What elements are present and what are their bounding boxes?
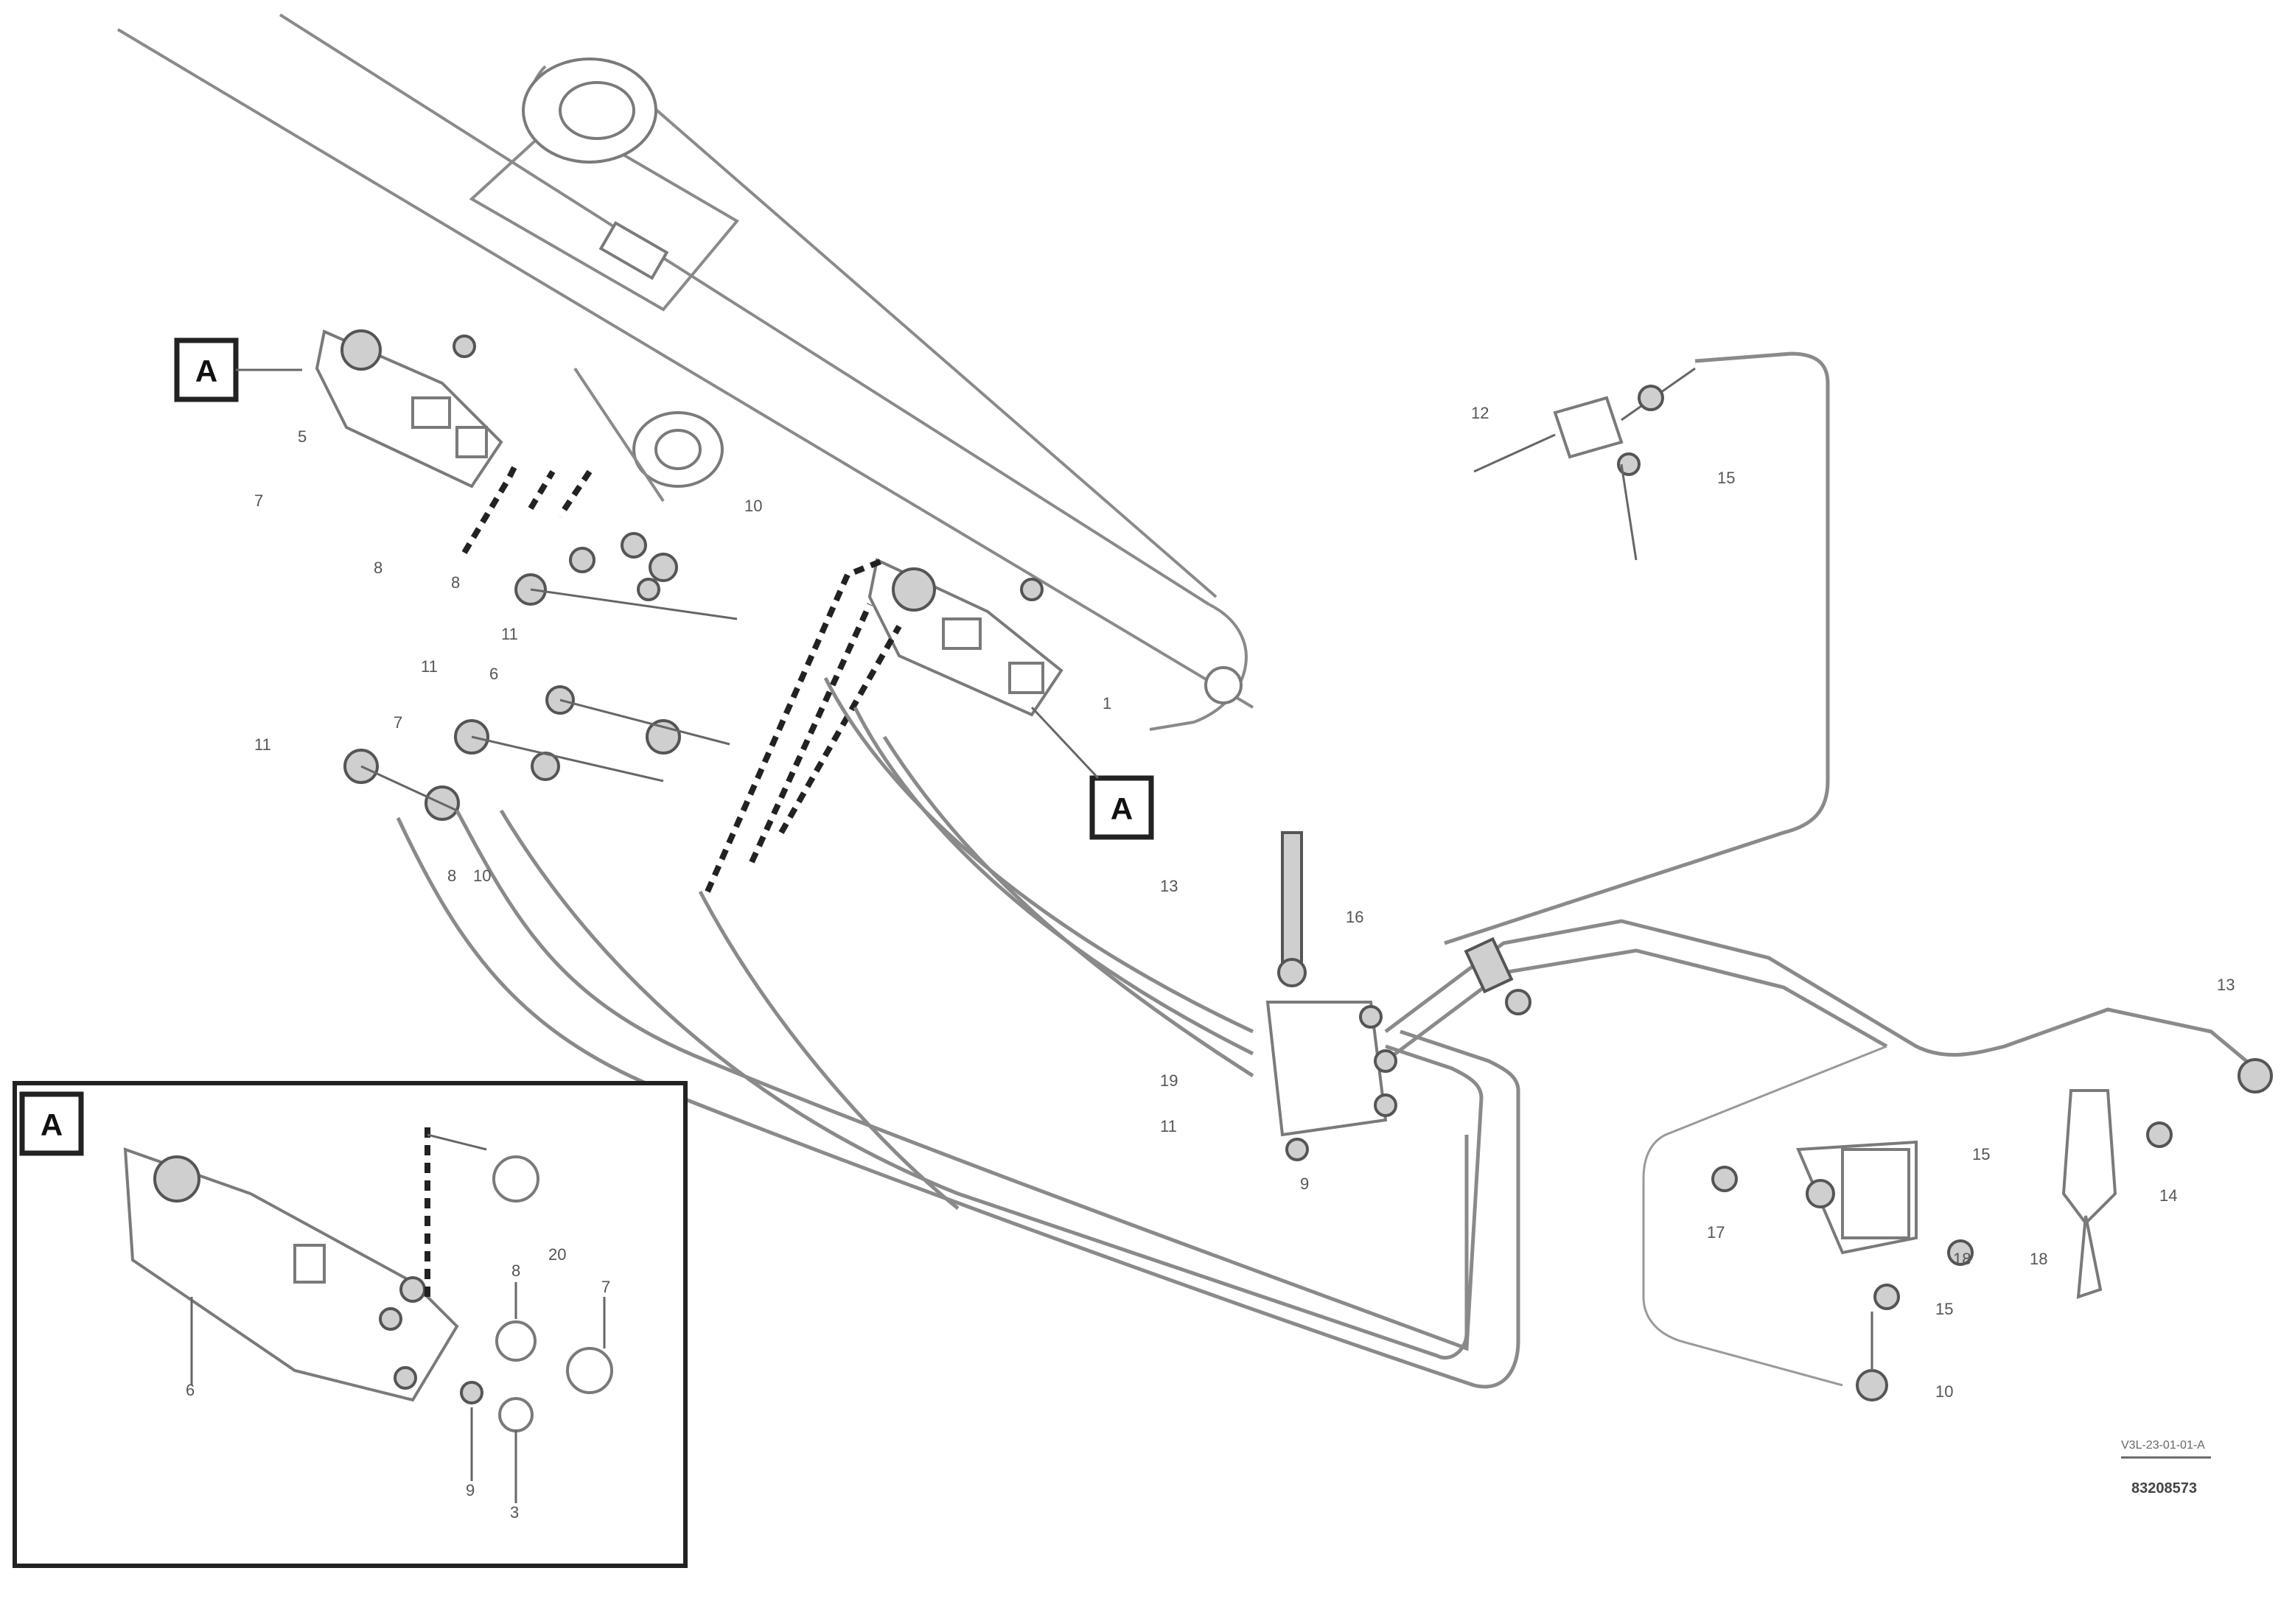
detail-inset-label: A [41,1107,63,1142]
callout-11: 11 [254,735,271,754]
valve-assembly-upper [1473,367,1696,561]
callout-8: 8 [511,1261,520,1280]
dashed-routing [461,463,902,893]
callout-labels: 5 7 8 8 11 11 10 6 11 7 8 10 1 13 16 12 … [186,404,2235,1522]
callout-11: 11 [501,625,518,643]
callout-15: 15 [1935,1300,1953,1318]
callout-15: 15 [1717,469,1735,487]
callout-13: 13 [2217,976,2235,994]
callout-8: 8 [451,573,460,592]
callout-1: 1 [1103,694,1111,713]
callout-18: 18 [1953,1250,1971,1268]
manifold-block [1265,831,1531,1161]
callout-10: 10 [1935,1382,1953,1401]
callout-19: 19 [1160,1071,1178,1090]
callout-17: 17 [1707,1223,1725,1242]
callout-7: 7 [601,1278,610,1296]
callout-18: 18 [2030,1250,2047,1268]
callout-10: 10 [744,497,762,515]
callout-11: 11 [421,657,438,676]
callout-8: 8 [374,559,383,577]
callout-14: 14 [2159,1186,2177,1205]
callout-10: 10 [473,867,491,885]
fittings-left [343,532,738,821]
callout-6: 6 [186,1381,195,1399]
callout-16: 16 [1346,908,1363,926]
callout-3: 3 [510,1503,519,1522]
callout-15: 15 [1972,1145,1990,1163]
hose-bundle [396,351,2257,1389]
callout-9: 9 [466,1481,475,1499]
hydraulic-cylinder [469,57,1218,598]
reference-marker-upper-left: A [174,337,302,402]
drawing-footer: V3L-23-01-01-A 83208573 [2121,1439,2211,1497]
reference-marker-upper-left-label: A [195,354,217,388]
callout-12: 12 [1471,404,1489,422]
clamp-bracket-center [867,558,1063,717]
callout-11: 11 [1160,1117,1177,1135]
callout-9: 9 [1300,1175,1309,1193]
detail-inset-a: A [13,1081,688,1568]
reference-marker-center: A [1030,706,1154,840]
drawing-id: 83208573 [2131,1480,2197,1497]
callout-8: 8 [447,867,456,885]
clamp-bracket-upper [315,329,503,489]
callout-20: 20 [548,1245,566,1264]
callout-7: 7 [254,491,263,510]
callout-13: 13 [1160,877,1178,895]
callout-6: 6 [489,665,498,683]
reference-marker-center-label: A [1111,791,1133,826]
boom-arm [116,13,1254,731]
callout-5: 5 [298,427,307,446]
components-right [1711,1058,2273,1401]
callout-7: 7 [394,713,402,732]
drawing-caption: V3L-23-01-01-A [2121,1439,2205,1452]
